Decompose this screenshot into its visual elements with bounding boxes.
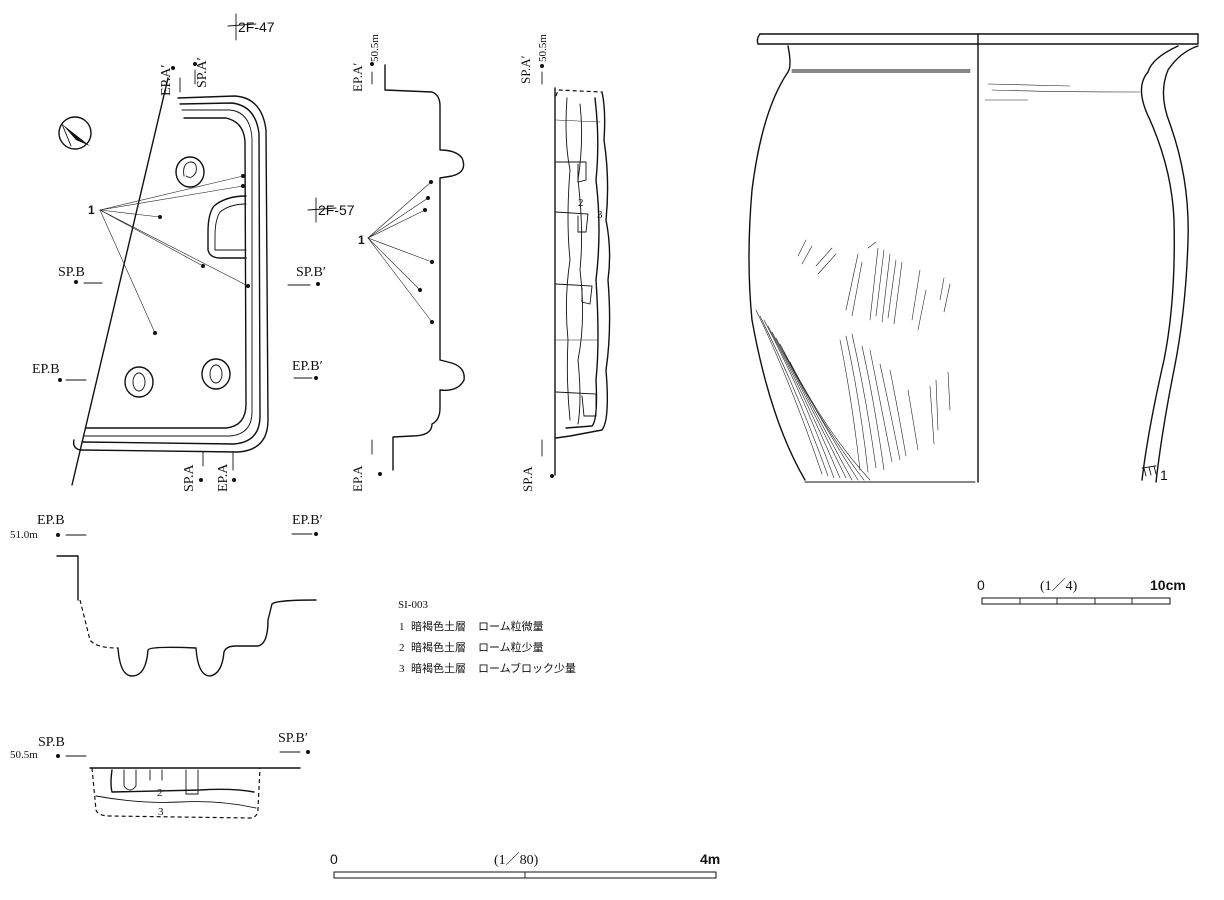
label-ep-a-prime: EP.A′	[159, 65, 174, 96]
svg-text:ローム粒微量: ローム粒微量	[478, 619, 544, 633]
section-sp-a: SP.A′ 50.5m 2 3 SP.A	[518, 34, 611, 492]
pottery-jar-drawing: 1	[748, 33, 1199, 483]
svg-text:ロームブロック少量: ロームブロック少量	[478, 661, 576, 675]
svg-text:暗褐色土層: 暗褐色土層	[411, 640, 466, 654]
legend-row: 2 暗褐色土層 ローム粒少量	[399, 640, 544, 654]
label-sp-b-prime: SP.B′	[296, 265, 326, 280]
ep-b-elevation: 51.0m	[10, 529, 38, 541]
label-sp-a-prime: SP.A′	[195, 57, 210, 88]
scale-pottery-ratio: (1／4)	[1040, 578, 1078, 594]
scale-feature-start: 0	[330, 851, 338, 867]
label-ep-a: EP.A	[216, 463, 231, 492]
grid-mark-lower: 2F-57	[307, 197, 355, 223]
svg-text:2F-57: 2F-57	[318, 202, 355, 218]
sp-a-layer-2: 2	[578, 197, 584, 209]
legend-feature-id: SI-003	[398, 599, 428, 611]
plan-point-labels: EP.A′ SP.A′ SP.B SP.B′ EP.B EP.B′ SP.A E…	[32, 57, 326, 492]
ep-a-elevation: 50.5m	[369, 34, 381, 62]
sp-b-layer-2: 2	[157, 787, 163, 799]
ep-a-bottom-label: EP.A	[350, 465, 365, 492]
label-ep-b-prime: EP.B′	[292, 359, 323, 374]
section-ep-b: EP.B 51.0m EP.B′	[10, 513, 323, 677]
sp-a-prime-top-label: SP.A′	[518, 55, 533, 84]
scale-pottery-end: 10cm	[1150, 577, 1186, 593]
section-sp-b: SP.B 50.5m SP.B′ 2 3	[10, 731, 310, 819]
svg-text:2: 2	[399, 642, 405, 654]
scale-pottery-start: 0	[977, 577, 985, 593]
label-ep-b: EP.B	[32, 362, 60, 377]
sp-a-layer-3: 3	[597, 209, 603, 221]
ep-b-right-label: EP.B′	[292, 513, 323, 528]
svg-text:暗褐色土層: 暗褐色土層	[411, 661, 466, 675]
svg-text:3: 3	[399, 663, 405, 675]
pottery-item-number: 1	[1160, 467, 1168, 483]
ep-b-left-label: EP.B	[37, 513, 65, 528]
scale-feature-ratio: (1／80)	[494, 852, 539, 868]
label-sp-a: SP.A	[182, 463, 197, 492]
section-ep-a: EP.A′ 50.5m 1 EP.A	[350, 34, 465, 492]
sp-a-elevation: 50.5m	[537, 34, 549, 62]
ep-a-prime-top-label: EP.A′	[350, 63, 365, 92]
scale-bar-pottery: 0 (1／4) 10cm	[977, 577, 1186, 605]
sp-b-layer-3: 3	[158, 806, 164, 818]
scale-feature-end: 4m	[700, 851, 720, 867]
svg-text:1: 1	[399, 621, 405, 633]
north-arrow-icon	[58, 116, 92, 150]
sp-b-left-label: SP.B	[38, 735, 65, 750]
svg-text:ローム粒少量: ローム粒少量	[478, 640, 544, 654]
grid-mark-upper: 2F-47	[227, 13, 275, 41]
label-sp-b: SP.B	[58, 265, 85, 280]
plan-layer-marker: 1	[88, 203, 95, 217]
svg-text:暗褐色土層: 暗褐色土層	[411, 619, 466, 633]
legend-row: 1 暗褐色土層 ローム粒微量	[399, 619, 544, 633]
legend-row: 3 暗褐色土層 ロームブロック少量	[399, 661, 576, 675]
sp-b-right-label: SP.B′	[278, 731, 308, 746]
sp-b-elevation: 50.5m	[10, 749, 38, 761]
scale-bar-feature: 0 (1／80) 4m	[330, 851, 720, 879]
ep-a-layer-marker: 1	[358, 233, 365, 247]
pit-dwelling-plan: 1	[71, 77, 269, 486]
svg-text:2F-47: 2F-47	[238, 19, 275, 35]
sp-a-bottom-label: SP.A	[520, 466, 535, 492]
layer-legend: SI-003 1 暗褐色土層 ローム粒微量 2 暗褐色土層 ローム粒少量 3 暗…	[398, 599, 576, 675]
